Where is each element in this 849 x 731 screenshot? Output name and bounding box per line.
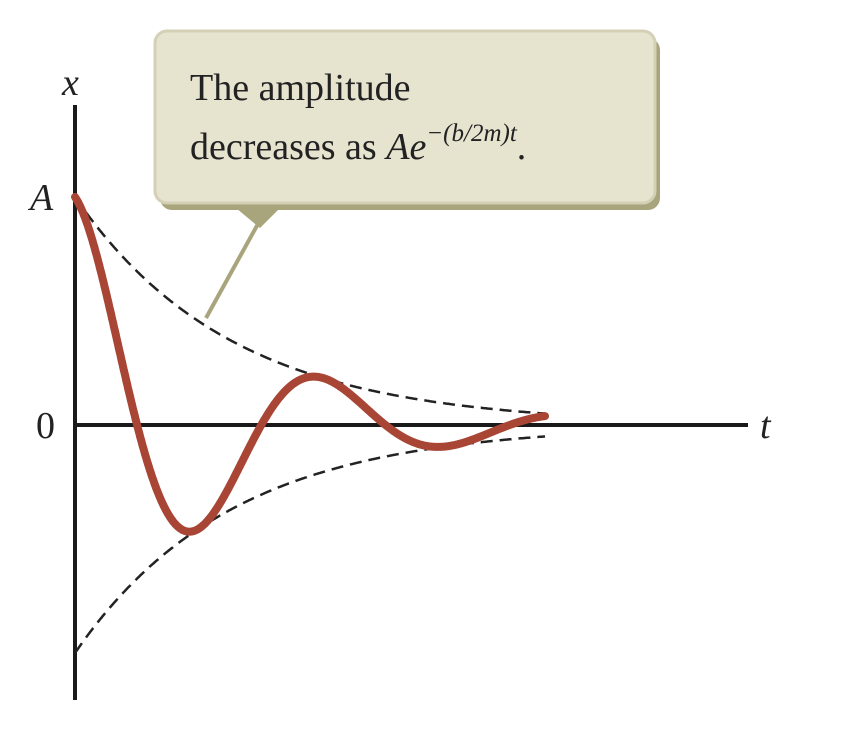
upper-envelope-curve [73,196,546,415]
callout-box [153,29,657,205]
amplitude-tick-label: A [27,177,54,219]
callout: The amplitude decreases as Ae−(b/2m)t. [153,29,660,319]
callout-pointer [204,221,261,319]
callout-e-symbol: e [409,126,426,168]
callout-line-1: The amplitude [190,67,411,109]
callout-period: . [517,126,527,168]
y-axis-label: x [61,62,79,104]
callout-amplitude-symbol: A [383,126,410,168]
zero-tick-label: 0 [36,405,55,447]
damped-oscillation-curve [71,193,549,536]
callout-pointer-base [236,208,280,228]
x-axis-label: t [760,405,772,447]
callout-exponent: −(b/2m)t [426,120,518,147]
callout-line-2-prefix: decreases as [190,126,386,168]
callout-line-2: decreases as Ae−(b/2m)t. [190,120,526,168]
